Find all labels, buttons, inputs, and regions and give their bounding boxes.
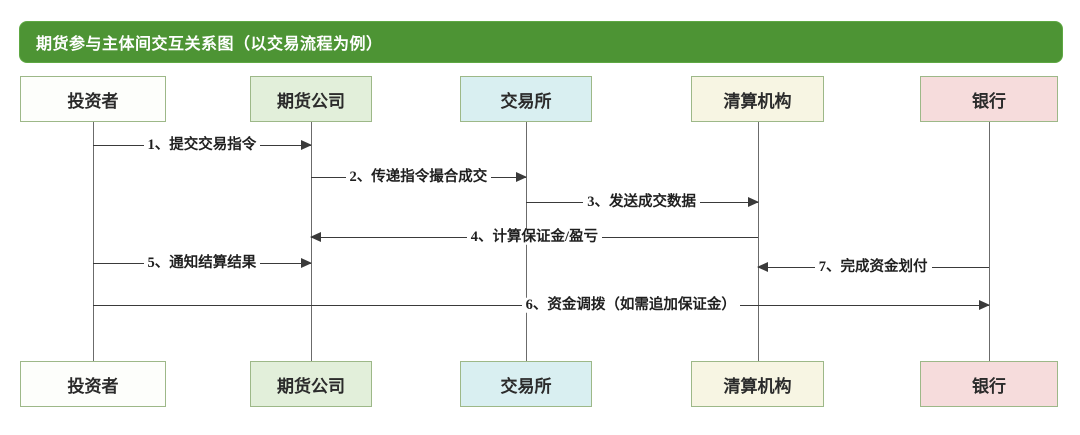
message-1[interactable]: 1、提交交易指令	[93, 134, 312, 156]
lifeline-3	[758, 122, 759, 361]
participant-label: 交易所	[500, 91, 552, 111]
message-label: 1、提交交易指令	[143, 138, 261, 153]
message-6[interactable]: 6、资金调拨（如需追加保证金）	[93, 294, 990, 316]
participant-label: 清算机构	[723, 91, 792, 111]
message-label: 7、完成资金划付	[814, 260, 932, 275]
participant-box-bottom-2[interactable]: 交易所	[460, 361, 592, 407]
message-label: 6、资金调拨（如需追加保证金）	[521, 298, 740, 313]
participant-box-bottom-1[interactable]: 期货公司	[250, 361, 372, 407]
participant-label: 银行	[972, 91, 1006, 111]
arrow-head-right-icon	[301, 258, 312, 268]
arrow-head-right-icon	[979, 300, 990, 310]
message-label: 4、计算保证金/盈亏	[466, 230, 603, 245]
participant-label: 交易所	[500, 376, 552, 396]
message-2[interactable]: 2、传递指令撮合成交	[311, 166, 527, 188]
participant-box-bottom-0[interactable]: 投资者	[20, 361, 166, 407]
participant-box-bottom-4[interactable]: 银行	[920, 361, 1058, 407]
participant-box-top-4[interactable]: 银行	[920, 76, 1058, 122]
participant-label: 期货公司	[277, 91, 345, 111]
participant-label: 投资者	[67, 376, 119, 396]
participant-box-top-1[interactable]: 期货公司	[250, 76, 372, 122]
message-label: 2、传递指令撮合成交	[345, 170, 492, 185]
diagram-title-bar: 期货参与主体间交互关系图（以交易流程为例）	[20, 22, 1062, 62]
arrow-head-right-icon	[747, 197, 759, 207]
participant-label: 投资者	[67, 91, 119, 111]
participant-label: 银行	[972, 376, 1006, 396]
message-3[interactable]: 3、发送成交数据	[526, 191, 759, 213]
participant-box-top-3[interactable]: 清算机构	[691, 76, 824, 122]
message-label: 3、发送成交数据	[583, 195, 700, 210]
participant-box-bottom-3[interactable]: 清算机构	[691, 361, 824, 407]
diagram-title: 期货参与主体间交互关系图（以交易流程为例）	[36, 36, 383, 53]
arrow-head-right-icon	[301, 140, 312, 150]
lifeline-4	[989, 122, 990, 361]
message-7[interactable]: 7、完成资金划付	[756, 256, 989, 278]
lifeline-0	[93, 122, 94, 361]
message-5[interactable]: 5、通知结算结果	[93, 252, 312, 274]
participant-box-top-0[interactable]: 投资者	[20, 76, 166, 122]
participant-label: 清算机构	[723, 376, 792, 396]
arrow-head-right-icon	[516, 172, 527, 182]
arrow-head-left-icon	[756, 262, 768, 272]
participant-label: 期货公司	[277, 376, 345, 396]
arrow-head-left-icon	[310, 232, 321, 242]
message-4[interactable]: 4、计算保证金/盈亏	[310, 226, 758, 248]
participant-box-top-2[interactable]: 交易所	[460, 76, 592, 122]
message-label: 5、通知结算结果	[143, 256, 261, 271]
